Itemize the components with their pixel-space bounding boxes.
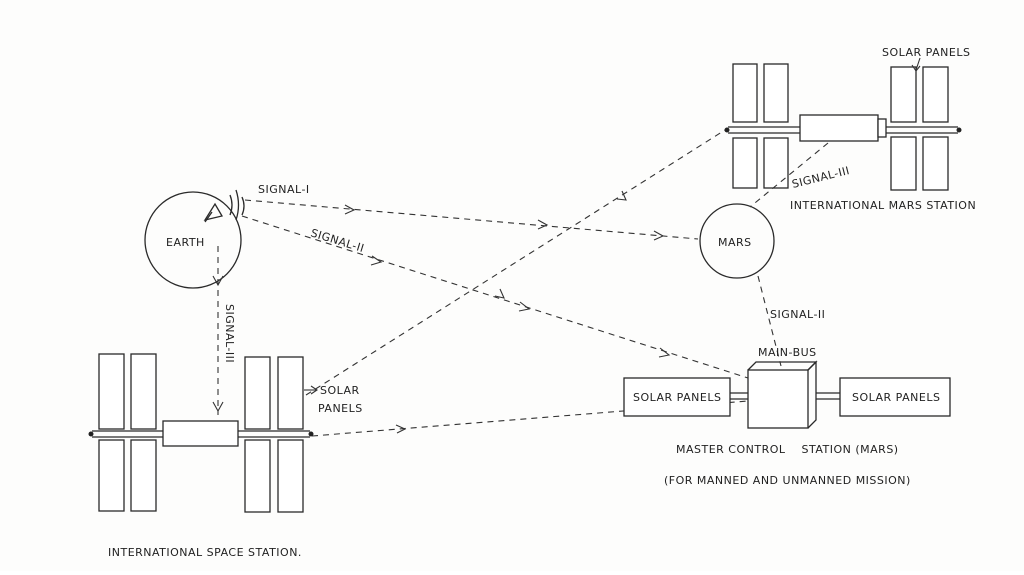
signal-3-earth-arrow (212, 401, 224, 413)
mars-station-module (799, 114, 879, 142)
mars-station-end-right (956, 127, 962, 133)
iss-to-mars-station-arrow (616, 190, 627, 201)
signal-1-arrow (537, 219, 549, 230)
main-bus-label: MAIN-BUS (758, 346, 817, 359)
mars-station-end-left (724, 127, 730, 133)
signal-3-mars-label: SIGNAL-III (791, 164, 852, 191)
solar-panel-right (839, 377, 951, 417)
solar-panels-top-pointer (915, 57, 921, 71)
antenna-dish-icon (203, 202, 224, 221)
signal-2-mars-label: SIGNAL-II (770, 308, 825, 321)
earth: EARTH (144, 189, 245, 289)
earth-label: EARTH (166, 236, 205, 249)
main-bus-box (747, 369, 809, 429)
main-bus-top (747, 361, 818, 371)
solar-panels-top-arrowhead (911, 64, 921, 72)
earth-circle (144, 191, 242, 289)
mars-station-solar-panel (890, 66, 917, 123)
solar-panels-right-label: SOLAR PANELS (852, 391, 940, 404)
signal-wave-icon (235, 189, 240, 221)
signal-wave-icon (241, 196, 245, 216)
iss-solar-panel (244, 439, 271, 513)
signal-wave-icon (229, 194, 233, 216)
mars-label: MARS (718, 236, 752, 249)
iss-to-mars-station-line (305, 129, 726, 396)
signal-2-arrow (658, 347, 671, 358)
master-control-station: MAIN-BUS SOLAR PANELS SOLAR PANELS MASTE… (623, 346, 951, 487)
iss-solar-arrowhead (310, 385, 318, 395)
master-control-label: MASTER CONTROL STATION (MARS) (676, 443, 899, 456)
signal-1-line (244, 199, 699, 240)
iss-solar-panel (98, 439, 125, 512)
iss-solar-panel (277, 356, 304, 430)
iss-solar-panel (130, 439, 157, 512)
main-bus-side (807, 360, 817, 429)
mars-station-connector (877, 118, 887, 138)
signal-1-label: SIGNAL-I (258, 183, 310, 196)
iss-solar-panel (244, 356, 271, 430)
iss-end-left (88, 431, 94, 437)
iss-module (162, 420, 239, 447)
mission-note-label: (FOR MANNED AND UNMANNED MISSION) (664, 474, 911, 487)
signal-2-arrow (370, 255, 383, 266)
iss-to-mars-station-arrow (494, 288, 505, 299)
signal-3-earth-arrow (212, 275, 224, 287)
iss-label: INTERNATIONAL SPACE STATION. (108, 546, 302, 559)
signal-1-arrow (653, 230, 665, 241)
mars-station-solar-panel (763, 137, 789, 189)
signal-3-mars-line (749, 142, 829, 208)
mars-station-label: INTERNATIONAL MARS STATION (790, 199, 976, 212)
mars-station-solar-panel (763, 63, 789, 123)
mars: MARS (699, 203, 775, 279)
signal-1-arrow (344, 204, 356, 215)
iss-solar-panel (98, 353, 125, 430)
signal-2-mars-line (757, 275, 782, 367)
iss-to-master-arrow (395, 424, 407, 434)
mars-circle (699, 203, 775, 279)
iss-solar-panel (277, 439, 304, 513)
mars-station-solar-panel (732, 63, 758, 123)
mars-station-solar-panel (890, 136, 917, 191)
iss: SOLAR PANELS INTERNATIONAL SPACE STATION… (88, 353, 363, 559)
signal-2-arrow (518, 301, 531, 312)
mars-station-solar-panel (922, 66, 949, 123)
solar-panels-top-label: SOLAR PANELS (882, 46, 970, 59)
antenna-mast-icon (204, 211, 213, 223)
iss-solar-label-2: PANELS (318, 402, 363, 415)
mars-station-solar-panel (922, 136, 949, 191)
signal-2-earth-label: SIGNAL-II (309, 226, 366, 255)
solar-panel-left (623, 377, 731, 417)
mars-station-solar-panel (732, 137, 758, 189)
signal-3-earth-label: SIGNAL-III (223, 304, 236, 363)
solar-panels-left-label: SOLAR PANELS (633, 391, 721, 404)
iss-solar-label-1: SOLAR (320, 384, 360, 397)
mars-station: SOLAR PANELS INTERNATIONAL MARS STATION (724, 46, 976, 212)
iss-solar-panel (130, 353, 157, 430)
iss-end-right (308, 431, 314, 437)
